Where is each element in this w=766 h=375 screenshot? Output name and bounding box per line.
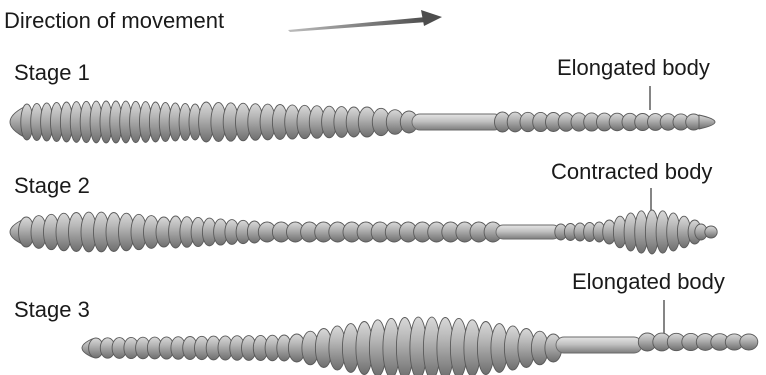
direction-arrow-icon bbox=[288, 10, 442, 32]
stage-3-worm-body bbox=[82, 317, 758, 375]
stage-1-worm-body bbox=[10, 101, 715, 143]
body-segment bbox=[740, 334, 758, 350]
stage-2-label: Stage 2 bbox=[14, 173, 90, 198]
stage-2-worm-body bbox=[10, 210, 717, 254]
stage-2-annotation: Contracted body bbox=[551, 159, 712, 184]
head-tip bbox=[699, 115, 715, 129]
stage-1-annotation: Elongated body bbox=[557, 55, 710, 80]
stage-1-label: Stage 1 bbox=[14, 60, 90, 85]
stage-3-label: Stage 3 bbox=[14, 297, 90, 322]
stretched-body-section bbox=[496, 225, 560, 239]
direction-label: Direction of movement bbox=[4, 8, 224, 33]
body-segment bbox=[705, 226, 717, 238]
stretched-body-section bbox=[412, 114, 502, 130]
stretched-body-section bbox=[556, 337, 642, 353]
stage-3-annotation: Elongated body bbox=[572, 269, 725, 294]
